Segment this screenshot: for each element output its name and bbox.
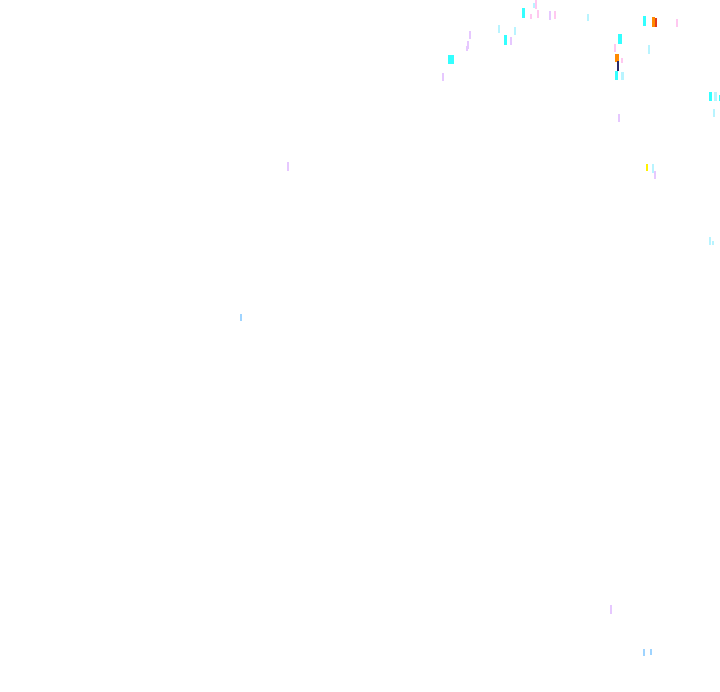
color-speck [467, 41, 469, 49]
color-speck [652, 17, 655, 27]
color-speck [709, 92, 712, 101]
color-speck [654, 171, 656, 179]
color-speck [514, 27, 516, 35]
color-speck [554, 11, 556, 19]
color-speck [510, 37, 512, 45]
color-speck [587, 14, 589, 21]
color-speck [530, 14, 532, 19]
color-speck [442, 73, 444, 81]
color-speck [676, 19, 678, 27]
color-speck [504, 35, 507, 45]
color-speck [712, 241, 714, 245]
color-speck [618, 34, 622, 44]
color-speck [240, 314, 242, 321]
color-speck [648, 45, 650, 54]
color-speck [621, 72, 624, 80]
color-speck [652, 164, 654, 173]
color-speck [549, 11, 551, 20]
color-speck [709, 237, 711, 245]
color-speck [614, 44, 616, 52]
color-speck [469, 31, 471, 39]
color-speck [466, 46, 468, 51]
color-speck [615, 54, 619, 62]
color-speck [646, 164, 648, 171]
color-speck [533, 3, 535, 8]
color-speck [610, 605, 612, 614]
color-speck [537, 10, 539, 18]
color-speck [522, 8, 525, 18]
color-speck [535, 0, 537, 9]
color-speck [621, 58, 623, 63]
color-speck [617, 61, 619, 71]
color-speck [643, 16, 646, 26]
color-speck [650, 649, 652, 655]
color-speck [615, 71, 618, 80]
color-speck [643, 649, 645, 656]
color-speck [618, 114, 620, 122]
color-speck [714, 92, 717, 101]
color-speck [448, 55, 454, 64]
color-speck [498, 25, 500, 33]
color-speck [287, 162, 289, 171]
color-speck [655, 18, 657, 27]
color-speck [713, 109, 715, 117]
